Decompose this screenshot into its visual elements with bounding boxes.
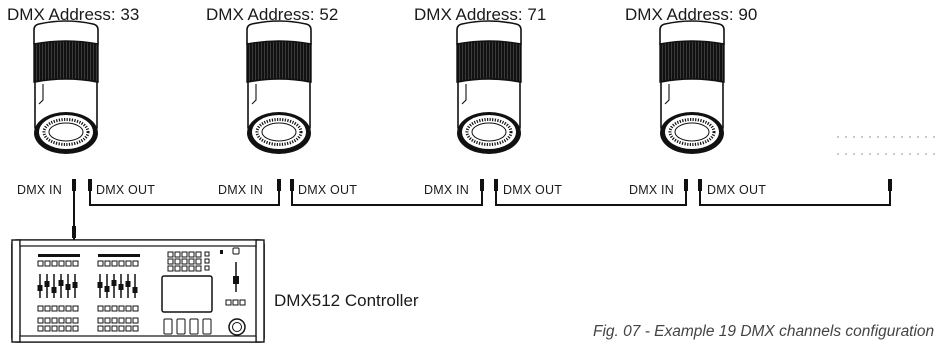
dmx-cables	[73, 185, 891, 318]
controller-label: DMX512 Controller	[274, 291, 419, 310]
fixture-2-dmx-in: DMX IN	[218, 183, 263, 197]
fixture-4-dmx-out: DMX OUT	[707, 183, 767, 197]
fixture-1-light	[32, 19, 100, 156]
fixture-3-dmx-in: DMX IN	[424, 183, 469, 197]
fixture-4-address: DMX Address: 90	[625, 5, 758, 24]
fixture-4-light	[658, 19, 726, 156]
fixture-2-light	[245, 19, 313, 156]
fixture-3-address: DMX Address: 71	[414, 5, 547, 24]
fixture-4-dmx-in: DMX IN	[629, 183, 674, 197]
dmx-connectors	[72, 179, 892, 238]
fixture-2-address: DMX Address: 52	[206, 5, 339, 24]
continuation-dots	[837, 136, 935, 155]
dmx512-controller	[11, 239, 265, 343]
fixture-3-dmx-out: DMX OUT	[503, 183, 563, 197]
fixture-2-dmx-out: DMX OUT	[298, 183, 358, 197]
fixture-1-dmx-in: DMX IN	[17, 183, 62, 197]
fixture-3-light	[455, 19, 523, 156]
fixture-1-dmx-out: DMX OUT	[96, 183, 156, 197]
figure-caption: Fig. 07 - Example 19 DMX channels config…	[593, 323, 935, 340]
fixture-1-address: DMX Address: 33	[7, 5, 140, 24]
